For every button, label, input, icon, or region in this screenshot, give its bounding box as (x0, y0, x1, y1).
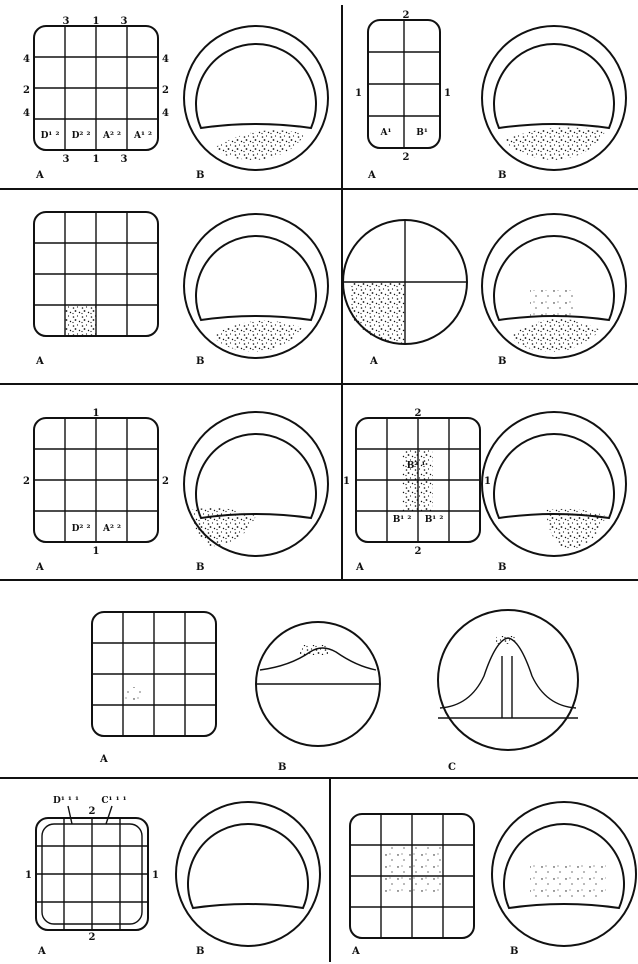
bell-section (438, 610, 578, 750)
label-b: B (498, 356, 506, 367)
label-top: 1 (93, 408, 100, 419)
ring-section (184, 214, 328, 358)
cell-label-2: D² ² (72, 131, 91, 141)
shaded-quadrant (350, 282, 405, 344)
cell-label-4: A¹ ² (133, 131, 152, 141)
panel-4: A B (343, 214, 626, 367)
panel-7: A B C (92, 610, 578, 773)
label-top-3: 3 (121, 16, 128, 27)
label-top-left: D¹ ¹ ¹ (53, 796, 79, 806)
label-bottom-3: 3 (121, 154, 128, 165)
embryo-4x4 (34, 212, 158, 336)
label-top-2: 1 (93, 16, 100, 27)
ring-section (482, 412, 626, 556)
label-top-right: C¹ ¹ ¹ (101, 796, 126, 806)
ring-section (176, 802, 320, 946)
label-bottom: 2 (403, 152, 410, 163)
panel-9: A B (350, 802, 636, 957)
label-b: B (498, 170, 506, 181)
label-left: 2 (23, 476, 30, 487)
panel-5: 1 1 2 2 D² ² A² ² A B (23, 408, 328, 573)
embryo-4x4 (350, 814, 474, 938)
label-right: 1 (444, 88, 451, 99)
panel-8: D¹ ¹ ¹ 2 C¹ ¹ ¹ 1 1 2 A B (25, 796, 320, 957)
cell-label-1: A¹ (380, 128, 392, 138)
embryo-4x4 (92, 612, 216, 736)
shaded-cell (65, 305, 96, 336)
label-left-2: 2 (23, 85, 30, 96)
label-bottom-2: 1 (93, 154, 100, 165)
label-a: A (35, 170, 44, 181)
label-b: B (498, 562, 506, 573)
ring-section (184, 26, 328, 170)
embryo-2x4 (368, 20, 440, 148)
label-bottom: 2 (415, 546, 422, 557)
label-a: A (367, 170, 376, 181)
label-right-2: 2 (162, 85, 169, 96)
label-right-3: 4 (162, 108, 169, 119)
label-b: B (196, 562, 204, 573)
embryo-four-cell (343, 220, 467, 344)
cell-label-1: B² ¹ (407, 461, 426, 471)
label-a: A (37, 946, 46, 957)
panel-3: A B (34, 212, 328, 367)
cell-label-2: A² ² (102, 524, 121, 534)
label-b: B (196, 356, 204, 367)
label-right-1: 4 (162, 54, 169, 65)
label-a: A (355, 562, 364, 573)
ring-section (492, 802, 636, 946)
label-a: A (35, 356, 44, 367)
ring-section (482, 214, 626, 358)
label-top-mid: 2 (89, 806, 96, 817)
ring-section (482, 26, 626, 170)
label-a: A (35, 562, 44, 573)
label-b: B (196, 946, 204, 957)
label-a: A (99, 754, 108, 765)
panel-6: 2 2 1 1 B² ¹ B¹ ² B¹ ² A B (343, 408, 626, 573)
label-top: 2 (415, 408, 422, 419)
embryo-4x4 (356, 418, 480, 542)
label-b: B (278, 762, 286, 773)
cell-label-2: B¹ (416, 128, 428, 138)
label-top-1: 3 (63, 16, 70, 27)
label-left: 1 (343, 476, 350, 487)
cell-label-1: D¹ ² (41, 131, 60, 141)
label-top: 2 (403, 10, 410, 21)
label-bottom: 1 (93, 546, 100, 557)
label-right: 1 (152, 870, 159, 881)
label-left-1: 4 (23, 54, 30, 65)
panel-2: 2 2 1 1 A¹ B¹ A B (355, 10, 626, 181)
embryo-4x4 (34, 418, 158, 542)
label-bottom: 2 (89, 932, 96, 943)
mound-section (256, 622, 380, 746)
cell-label-3: B¹ ² (425, 515, 444, 525)
cell-label-1: D² ² (72, 524, 91, 534)
embryo-4x4 (36, 806, 148, 930)
label-right: 2 (162, 476, 169, 487)
label-b: B (510, 946, 518, 957)
label-left: 1 (25, 870, 32, 881)
label-left: 1 (355, 88, 362, 99)
cell-label-2: B¹ ² (393, 515, 412, 525)
label-c: C (448, 762, 456, 773)
label-right: 1 (484, 476, 491, 487)
label-bottom-1: 3 (63, 154, 70, 165)
panel-1: 3 1 3 3 1 3 4 2 4 4 2 4 D¹ ² D² ² A² ² A… (23, 16, 328, 181)
label-left-3: 4 (23, 108, 30, 119)
label-a: A (351, 946, 360, 957)
cell-label-3: A² ² (102, 131, 121, 141)
label-b: B (196, 170, 204, 181)
ring-section (184, 412, 328, 556)
label-a: A (369, 356, 378, 367)
